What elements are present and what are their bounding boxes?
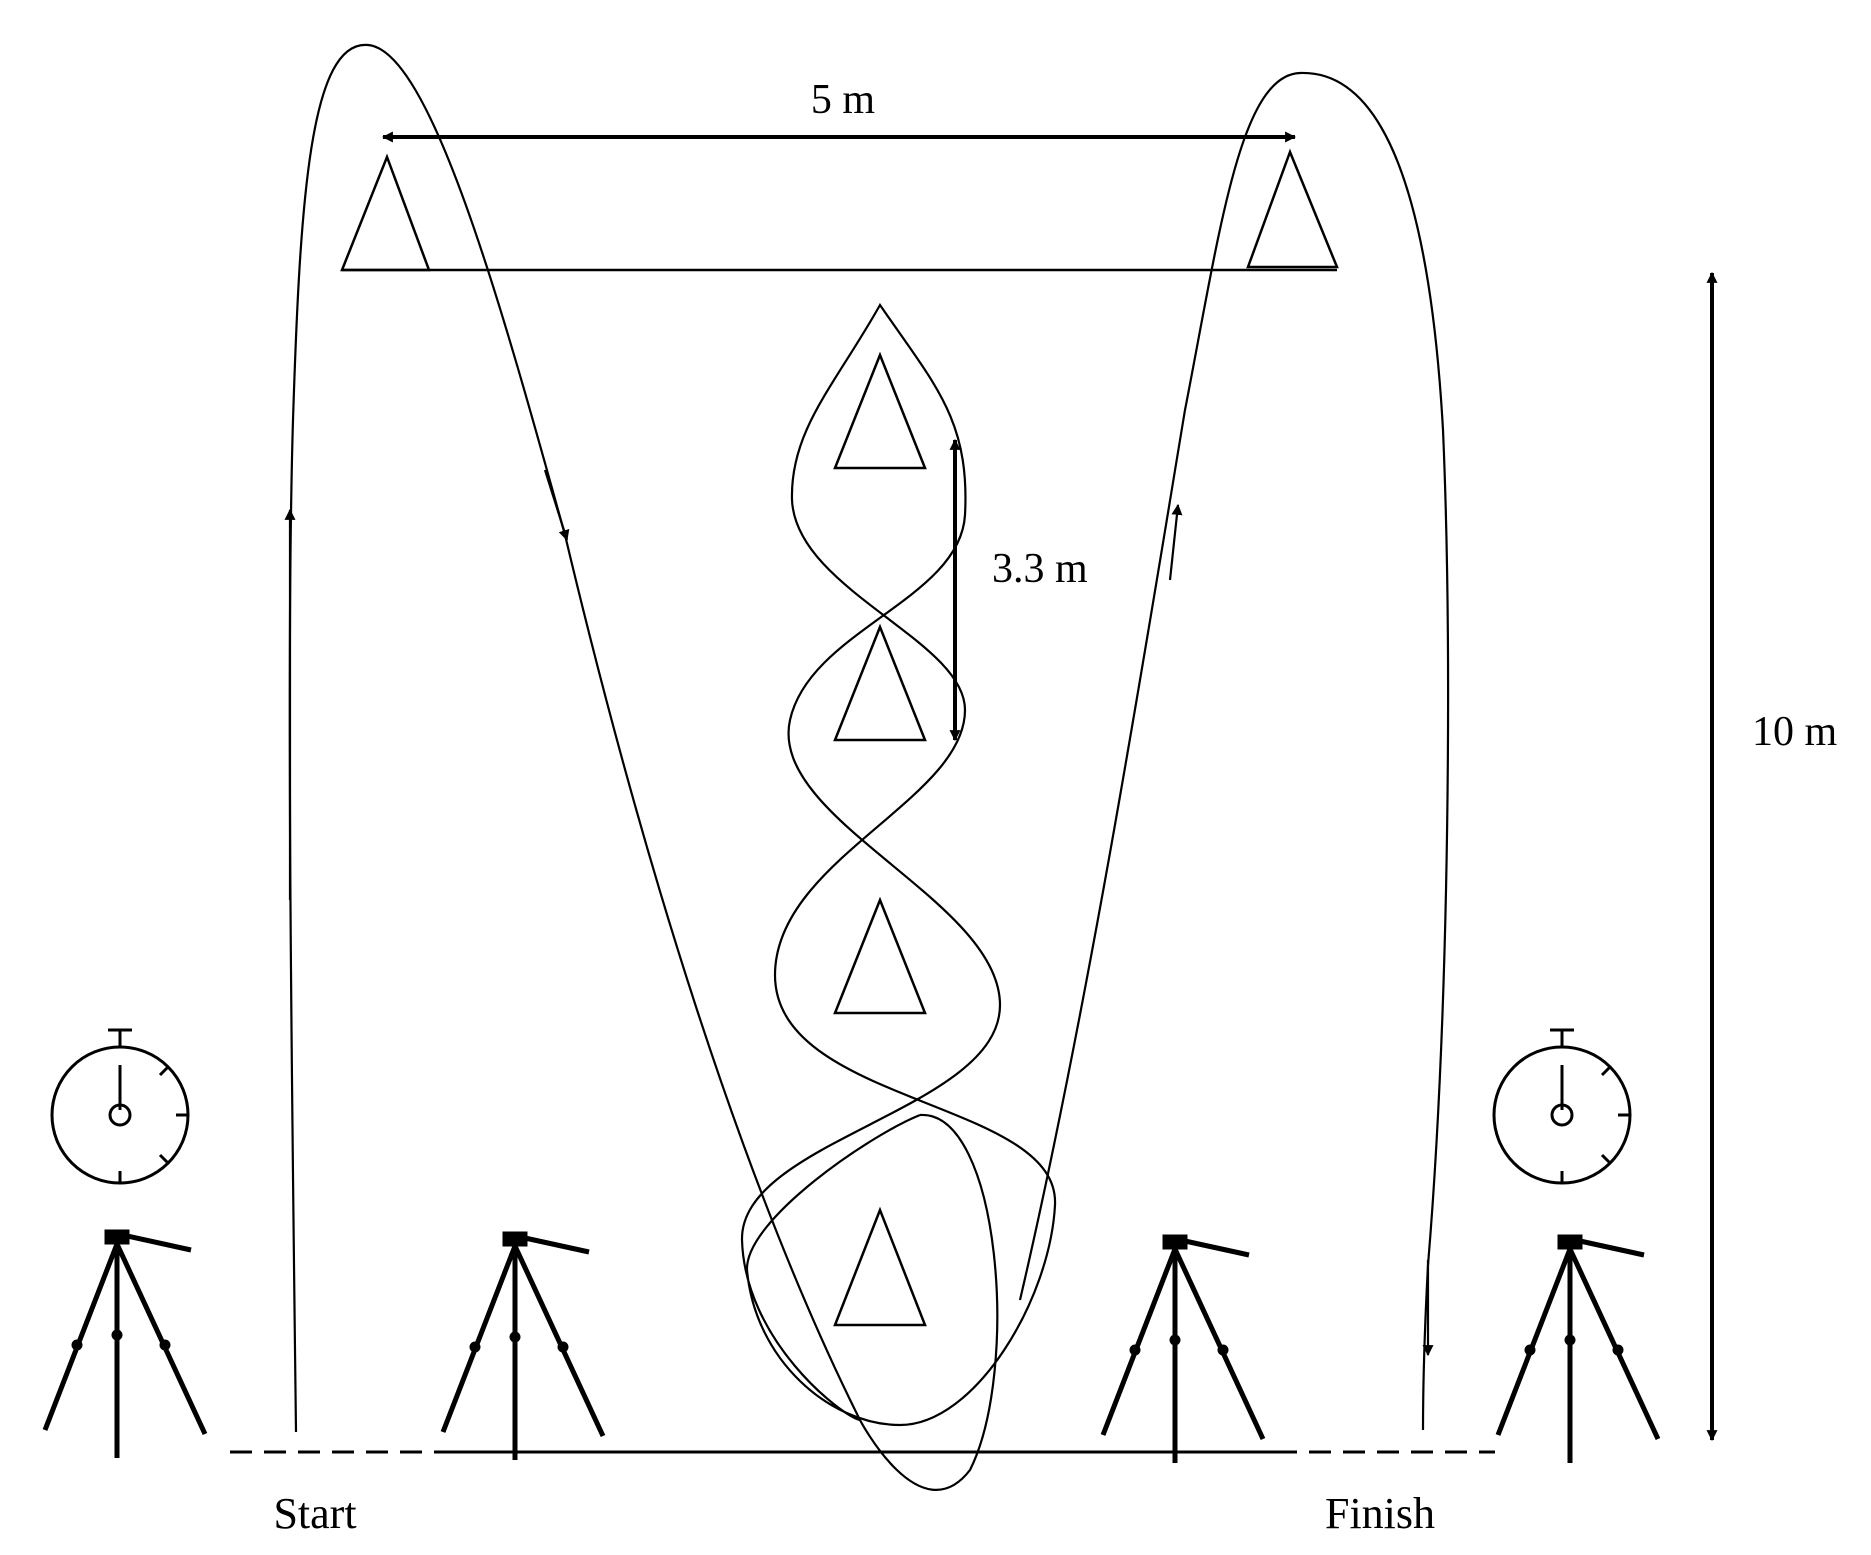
tripod-camera-icon [440, 1231, 606, 1460]
cone-icon [833, 896, 927, 1015]
cone-icon [833, 1206, 927, 1327]
cone-icon [1246, 148, 1339, 269]
path-arrow-up-right [1168, 503, 1183, 581]
tripod-camera-icon [1495, 1234, 1661, 1463]
path-arrow-down-left [543, 469, 570, 542]
center-cones [833, 351, 927, 1327]
tripod-camera-icon [1100, 1234, 1266, 1463]
stopwatch-icon [1492, 1028, 1632, 1185]
cone-spacing-label: 3.3 m [992, 546, 1088, 592]
running-path [284, 43, 1450, 1491]
start-label: Start [273, 1489, 356, 1538]
path-finish-segment [859, 1113, 999, 1491]
width-label: 5 m [811, 77, 876, 123]
cone-icon [340, 153, 431, 272]
cone-icon [833, 351, 927, 470]
length-label: 10 m [1752, 709, 1838, 755]
top-cones [340, 148, 1339, 272]
path-return-segment [1018, 71, 1450, 1431]
tripod-camera-icon [42, 1229, 208, 1458]
path-slalom-segment [740, 302, 1057, 1427]
stopwatch-icon [50, 1028, 190, 1185]
path-start-segment [288, 43, 861, 1433]
finish-label: Finish [1325, 1489, 1435, 1538]
cone-icon [833, 623, 927, 742]
